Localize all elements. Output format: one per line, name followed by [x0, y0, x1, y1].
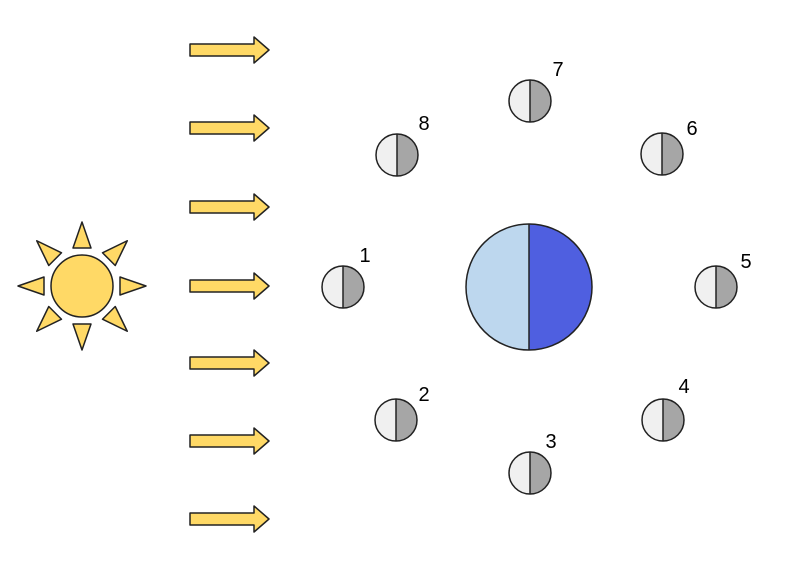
moon-dark-half: [662, 133, 683, 175]
sun-ray: [101, 239, 129, 267]
sun-ray: [72, 323, 92, 351]
moon-label: 6: [686, 118, 697, 140]
sunlight-arrow: [189, 427, 270, 455]
moon-label: 3: [545, 431, 556, 453]
moon-lit-half: [509, 452, 530, 494]
sunlight-arrow: [189, 272, 270, 300]
sun-ray: [35, 239, 63, 267]
moon-dark-half: [663, 399, 684, 441]
moon-dark-half: [396, 399, 417, 441]
moon-1: 1: [321, 245, 371, 309]
moon-lit-half: [376, 134, 397, 176]
moon-dark-half: [343, 266, 364, 308]
moon-dark-half: [530, 452, 551, 494]
sun-ray: [17, 276, 45, 296]
sun-disc: [50, 254, 114, 318]
moon-dark-half: [397, 134, 418, 176]
moon-lit-half: [509, 80, 530, 122]
moon-lit-half: [695, 266, 716, 308]
moon-2: 2: [374, 384, 430, 442]
moon-8: 8: [375, 113, 430, 177]
moon-7: 7: [508, 59, 564, 123]
moon-dark-half: [530, 80, 551, 122]
moon-label: 5: [740, 251, 751, 273]
sun-ray: [35, 305, 63, 333]
moons: 1 2 3 4 5 6 7 8: [321, 59, 752, 495]
sunlight-arrow: [189, 193, 270, 221]
moon-6: 6: [640, 118, 698, 176]
sunlight-arrow: [189, 349, 270, 377]
sun-icon: [17, 221, 147, 351]
earth: [465, 223, 593, 351]
sunlight-arrow: [189, 505, 270, 533]
moon-label: 4: [678, 376, 689, 398]
sun-ray: [119, 276, 147, 296]
sun-ray: [72, 221, 92, 249]
moon-lit-half: [641, 133, 662, 175]
sun-ray: [101, 305, 129, 333]
sunlight-arrow: [189, 36, 270, 64]
sunlight-arrow: [189, 114, 270, 142]
moon-3: 3: [508, 431, 557, 495]
moon-lit-half: [375, 399, 396, 441]
moon-lit-half: [322, 266, 343, 308]
moon-label: 8: [418, 113, 429, 135]
earth-day-side: [466, 224, 529, 350]
moon-dark-half: [716, 266, 737, 308]
moon-label: 1: [359, 245, 370, 267]
moon-label: 2: [418, 384, 429, 406]
moon-lit-half: [642, 399, 663, 441]
moon-label: 7: [552, 59, 563, 81]
moon-4: 4: [641, 376, 690, 442]
moon-5: 5: [694, 251, 752, 309]
sunlight-arrows: [189, 36, 270, 533]
earth-night-side: [529, 224, 592, 350]
